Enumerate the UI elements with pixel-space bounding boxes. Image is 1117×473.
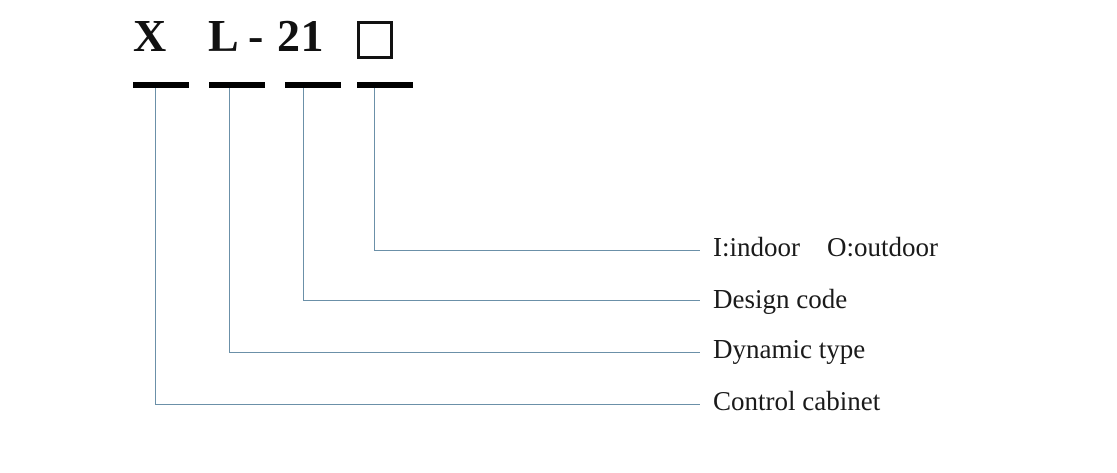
leader-horizontal-design-code — [303, 300, 700, 301]
underscore-installation-location — [357, 82, 413, 88]
leader-vertical-design-code — [303, 88, 304, 301]
leader-horizontal-control-cabinet — [155, 404, 700, 405]
label-installation-location: I:indoor O:outdoor — [713, 232, 938, 262]
leader-vertical-control-cabinet — [155, 88, 156, 405]
label-dynamic-type: Dynamic type — [713, 334, 866, 364]
code-char-design-code: 21 — [277, 10, 324, 61]
code-char-control-cabinet: X — [133, 10, 167, 61]
code-separator-hyphen: - — [248, 10, 264, 61]
code-box-placeholder-icon — [357, 21, 393, 59]
leader-vertical-dynamic-type — [229, 88, 230, 353]
label-design-code: Design code — [713, 284, 848, 314]
leader-vertical-installation-location — [374, 88, 375, 251]
underscore-design-code — [285, 82, 341, 88]
underscore-control-cabinet — [133, 82, 189, 88]
leader-horizontal-dynamic-type — [229, 352, 700, 353]
code-char-dynamic-type: L — [208, 10, 240, 61]
leader-horizontal-installation-location — [374, 250, 700, 251]
label-control-cabinet: Control cabinet — [713, 386, 881, 416]
underscore-dynamic-type — [209, 82, 265, 88]
